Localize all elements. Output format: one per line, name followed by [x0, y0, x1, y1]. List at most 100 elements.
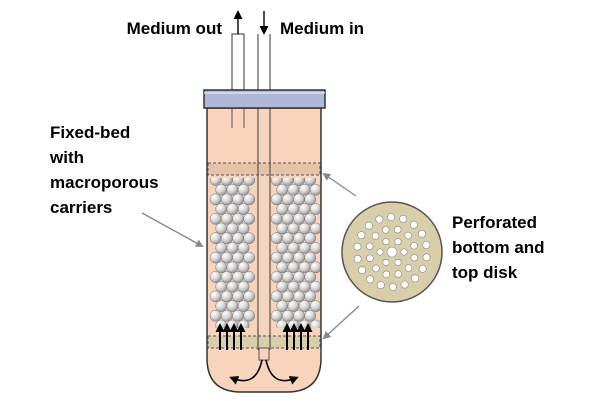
carrier-bead: [304, 290, 317, 303]
carrier-bead: [270, 212, 283, 225]
carrier-bead: [293, 251, 305, 264]
medium-in-label: Medium in: [280, 19, 364, 38]
carrier-bead: [298, 242, 311, 254]
carrier-bead: [276, 222, 289, 235]
carrier-bead: [287, 280, 300, 293]
disk-hole: [399, 214, 408, 223]
carrier-bead: [298, 261, 311, 274]
circulation-arrow-right: [265, 359, 299, 385]
vessel-lid: [203, 89, 326, 109]
carrier-bead: [220, 232, 233, 245]
pointer-top-disk: [322, 172, 357, 197]
carrier-bead: [232, 271, 244, 283]
carrier-bead: [309, 300, 320, 312]
carrier-bead: [243, 309, 256, 322]
disk-hole: [394, 258, 402, 266]
disk-hole: [382, 226, 390, 234]
carrier-bead: [304, 178, 317, 186]
carrier-bead: [270, 309, 283, 322]
carrier-bead: [298, 300, 311, 312]
carrier-bead: [281, 251, 294, 264]
carrier-bead: [309, 183, 320, 196]
disk-hole: [394, 270, 402, 278]
carrier-bead: [226, 222, 239, 235]
circulation-arrow-left: [229, 359, 263, 385]
carrier-bead: [237, 222, 250, 235]
carrier-bead: [209, 271, 222, 283]
carrier-bead: [281, 193, 294, 206]
disk-hole: [382, 270, 390, 278]
fixed-bed-label-line-3: macroporous: [50, 173, 159, 192]
carrier-bead: [287, 222, 300, 235]
disk-hole: [372, 264, 380, 273]
top-perforated-disk: [207, 162, 321, 176]
carrier-bead: [237, 203, 250, 215]
carrier-bead: [270, 232, 283, 245]
disk-hole: [353, 242, 362, 251]
carrier-bead: [270, 271, 283, 283]
carrier-bead: [276, 280, 289, 293]
medium-out-label: Medium out: [127, 19, 223, 38]
carrier-bead: [281, 309, 294, 322]
bottom-perforated-disk: [207, 335, 321, 349]
carrier-bead: [276, 183, 289, 196]
carrier-bead: [304, 271, 317, 283]
disk-hole: [366, 254, 374, 262]
carrier-bead: [309, 203, 320, 215]
carrier-bead: [270, 290, 283, 303]
carrier-bead: [215, 203, 228, 215]
carrier-bead: [293, 271, 305, 283]
disk-hole: [394, 238, 402, 246]
carrier-bead: [270, 251, 283, 264]
disk-hole: [366, 242, 374, 251]
carrier-bead: [276, 261, 289, 274]
disk-label-line-2: bottom and: [452, 238, 545, 257]
disk-label-line-1: Perforated: [452, 213, 537, 232]
carrier-bead: [298, 280, 311, 293]
carrier-bead: [276, 203, 289, 215]
disk-hole: [388, 283, 397, 291]
carrier-bead: [232, 232, 244, 245]
carrier-bead: [237, 300, 250, 312]
disk-hole: [411, 274, 419, 283]
disk-hole: [417, 229, 426, 238]
disk-hole: [366, 275, 374, 284]
carrier-bead: [220, 193, 233, 206]
carrier-bead: [237, 280, 250, 293]
carrier-bead: [215, 242, 228, 254]
disk-hole: [422, 253, 431, 262]
carrier-bead: [209, 309, 222, 322]
carrier-bead: [209, 290, 222, 303]
carrier-bead: [298, 203, 311, 215]
carrier-bead: [281, 232, 294, 245]
disk-hole: [382, 258, 390, 266]
disk-hole: [364, 221, 373, 230]
carrier-bead: [293, 232, 305, 245]
carrier-bead: [226, 183, 239, 196]
carrier-bead: [309, 261, 320, 274]
disk-hole: [375, 215, 384, 224]
carrier-bead: [209, 232, 222, 245]
disk-hole: [409, 220, 418, 229]
upward-flow-arrows: [215, 323, 313, 350]
carrier-bead: [287, 203, 300, 215]
carrier-bead: [220, 309, 233, 322]
carrier-bead: [287, 261, 300, 274]
disk-hole: [371, 232, 380, 240]
carrier-bead: [287, 183, 300, 196]
carrier-bead: [209, 193, 222, 206]
disk-hole: [358, 266, 366, 275]
disk-hole: [394, 226, 402, 234]
carrier-bead: [281, 271, 294, 283]
disk-holes: [353, 213, 431, 291]
carrier-bead: [243, 193, 256, 206]
carrier-bead: [287, 300, 300, 312]
fixed-bed-label-line-1: Fixed-bed: [50, 123, 130, 142]
carrier-bead: [232, 290, 244, 303]
macroporous-carriers: [209, 178, 320, 328]
carrier-bead: [226, 280, 239, 293]
carrier-bead: [215, 300, 228, 312]
carrier-bead: [243, 271, 256, 283]
disk-hole: [410, 254, 418, 262]
carrier-bead: [215, 280, 228, 293]
